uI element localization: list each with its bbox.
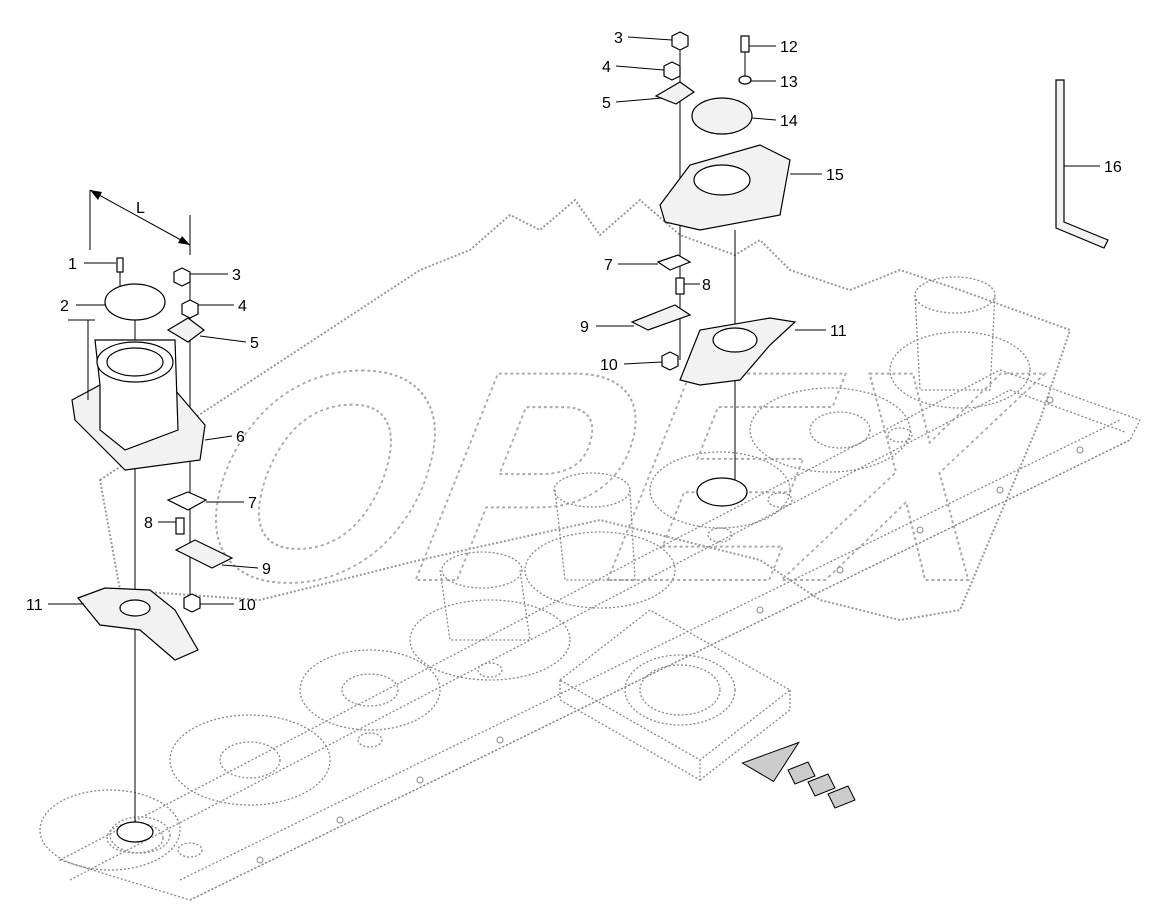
callout-3-right: 3: [614, 30, 623, 47]
callout-5-left: 5: [250, 335, 259, 352]
callout-13: 13: [780, 74, 798, 91]
callout-14: 14: [780, 113, 798, 130]
callout-8-right: 8: [702, 277, 711, 294]
dimension-label: L: [136, 200, 145, 217]
right-disc-assembly: [630, 31, 1109, 507]
callout-4-right: 4: [602, 59, 611, 76]
callout-labels: 1 2 3 4 5 6 7 8 9 10 11 3 4 5 12 13 14 1…: [26, 30, 1122, 614]
travel-direction-arrow: [741, 741, 856, 809]
watermark-text: OPEX: [173, 309, 1059, 644]
callout-7-right: 7: [604, 257, 613, 274]
callout-9-right: 9: [580, 319, 589, 336]
callout-15: 15: [826, 167, 844, 184]
watermark-logo: OPEX: [98, 198, 1072, 645]
cutter-bar-ghost: [39, 276, 1141, 901]
callout-7-left: 7: [248, 495, 257, 512]
callout-10-right: 10: [600, 357, 618, 374]
callout-9-left: 9: [262, 561, 271, 578]
callout-16: 16: [1104, 159, 1122, 176]
callout-11-right: 11: [830, 323, 847, 340]
callout-4-left: 4: [238, 298, 247, 315]
callout-3-left: 3: [232, 267, 241, 284]
left-drum-assembly: L: [68, 189, 234, 843]
callout-8-left: 8: [144, 515, 153, 532]
callout-1: 1: [68, 256, 77, 273]
callout-5-right: 5: [602, 95, 611, 112]
callout-12: 12: [780, 39, 798, 56]
callout-6: 6: [236, 429, 245, 446]
callout-10-left: 10: [238, 597, 256, 614]
callout-2: 2: [60, 298, 69, 315]
leader-lines: [48, 36, 1100, 605]
callout-11-left: 11: [26, 597, 43, 614]
